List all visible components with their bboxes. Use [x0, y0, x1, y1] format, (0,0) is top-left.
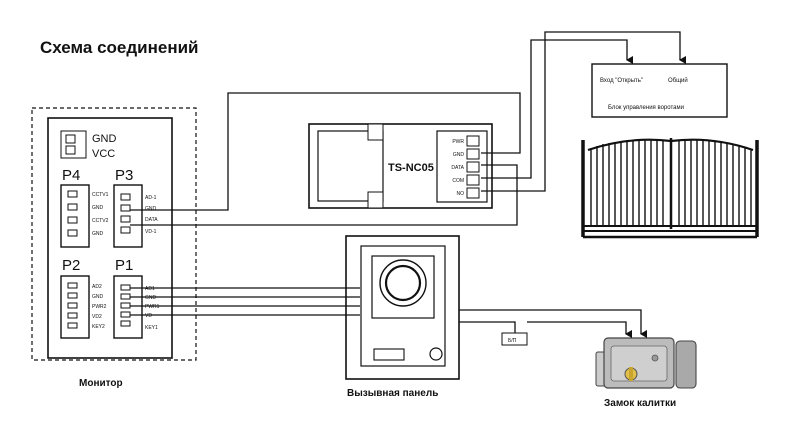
wire-panel-to-lock: [459, 309, 647, 338]
wire-power-supply-to-lock: [527, 321, 632, 338]
p2-pin-1: AD2: [92, 284, 102, 290]
p4-pin-3: CCTV2: [92, 218, 109, 224]
lock-strike-plate: [675, 340, 697, 389]
gate-common-label: Общий: [668, 77, 688, 84]
module-pin-com: COM: [452, 178, 464, 184]
p2-pin-5: KEY2: [92, 324, 105, 330]
wire-panel-to-power-supply: [459, 321, 516, 333]
module-pin-pwr: PWR: [452, 139, 464, 145]
gate-illustration: [581, 138, 759, 239]
call-button: [429, 347, 443, 361]
power-label-vcc: VCC: [92, 148, 115, 160]
port-p4: P4 CCTV1 GND CCTV2 GND: [60, 167, 109, 248]
port-p3-name: P3: [115, 167, 133, 184]
p3-pin-3: DATA: [145, 217, 158, 223]
gate-open-input-label: Вход "Открыть": [600, 78, 643, 84]
p1-pin-1: AD1: [145, 286, 155, 292]
wire-no-to-gate-common: [481, 31, 686, 192]
call-panel: Вызывная панель: [345, 235, 460, 399]
wire-p3-gnd-to-module-pwr: [130, 92, 521, 211]
camera-lens: [384, 264, 422, 302]
module-pin-data: DATA: [451, 165, 464, 171]
p4-pin-4: GND: [92, 231, 104, 237]
gate-control-caption: Блок управления воротами: [608, 105, 684, 111]
p1-pin-2: GND: [145, 295, 157, 301]
port-p2-name: P2: [62, 257, 80, 274]
p4-pin-2: GND: [92, 205, 104, 211]
p1-pin-4: VD: [145, 313, 152, 319]
p2-pin-4: VD2: [92, 314, 102, 320]
port-p1-name: P1: [115, 257, 133, 274]
p2-pin-2: GND: [92, 294, 104, 300]
p3-pin-4: VD-1: [145, 229, 157, 235]
power-supply-label: Б/П: [508, 338, 517, 344]
gate-control-unit: Вход "Открыть" Общий Блок управления вор…: [591, 63, 728, 118]
p1-pin-5: KEY1: [145, 325, 158, 331]
p2-pin-3: PWR2: [92, 304, 107, 310]
monitor-caption: Монитор: [79, 378, 123, 389]
power-label-gnd: GND: [92, 133, 117, 145]
wire-p3-data-to-module: [130, 164, 518, 226]
port-p3: P3 AD-1 GND DATA VD-1: [113, 167, 158, 248]
diagram-title: Схема соединений: [40, 38, 199, 57]
module-pin-gnd: GND: [453, 152, 465, 158]
lock-caption: Замок калитки: [604, 398, 676, 409]
monitor-dashed-outline: [31, 107, 197, 361]
ts-nc05-module: TS-NC05 PWR GND DATA COM NO: [308, 123, 493, 209]
call-panel-caption: Вызывная панель: [347, 388, 438, 399]
p4-pin-1: CCTV1: [92, 192, 109, 198]
monitor: GND VCC P4 CCTV1 GND CCTV2 GND P3 AD-1 G…: [31, 107, 197, 389]
p1-pin-3: PWR1: [145, 304, 160, 310]
port-p2: P2 AD2 GND PWR2 VD2 KEY2: [60, 257, 107, 339]
gate-lock: Замок калитки: [595, 337, 697, 409]
module-pin-no: NO: [457, 191, 465, 197]
power-supply: Б/П: [501, 332, 528, 346]
port-p1: P1 AD1 GND PWR1 VD KEY1: [113, 257, 160, 339]
wire-com-to-gate-open: [481, 39, 633, 179]
p3-pin-1: AD-1: [145, 195, 157, 201]
port-p4-name: P4: [62, 167, 80, 184]
wiring: [130, 31, 686, 338]
module-name: TS-NC05: [388, 162, 434, 174]
power-connector: GND VCC: [60, 130, 117, 160]
p3-pin-2: GND: [145, 206, 157, 212]
